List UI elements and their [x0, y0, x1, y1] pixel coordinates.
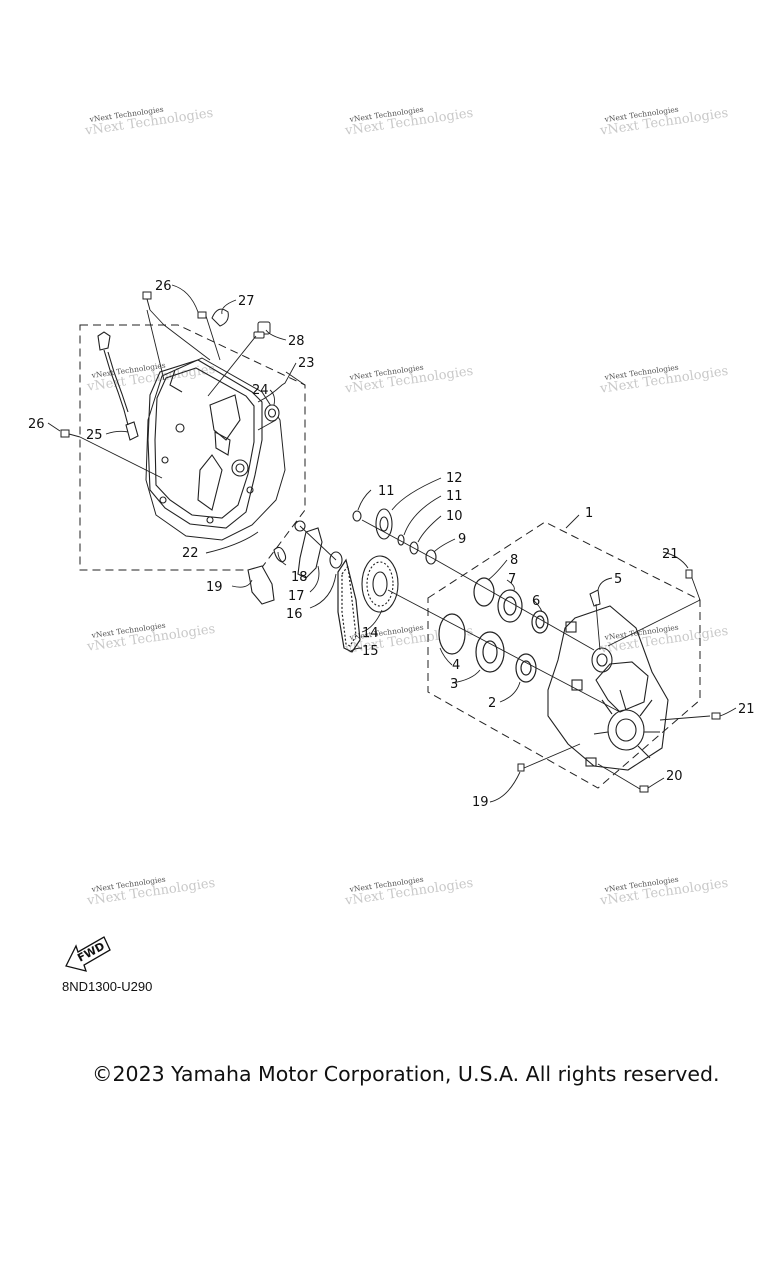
circlip-11a [352, 510, 362, 522]
watermark: vNext Technologies vNext Technologies [598, 875, 729, 909]
callout-19: 19 [472, 795, 489, 810]
guide-18 [247, 565, 275, 605]
callout-20: 20 [666, 769, 683, 784]
callout-27: 27 [238, 294, 255, 309]
callout-21-top: 21 [662, 547, 679, 562]
callout-15: 16 [286, 607, 303, 622]
callout-25: 25 [86, 428, 103, 443]
callout-11-top: 11 [378, 484, 395, 499]
sensor-cable [97, 331, 139, 441]
group-boxes [79, 324, 701, 789]
callout-21: 21 [738, 702, 755, 717]
gear-stack [352, 508, 437, 565]
callout-28: 28 [288, 334, 305, 349]
callout-16: 17 [288, 589, 305, 604]
clip-27 [197, 308, 229, 327]
callout-10: 10 [446, 509, 463, 524]
watermark: vNext Technologies vNext Technologies [85, 875, 216, 909]
watermark: vNext Technologies vNext Technologies [343, 105, 474, 139]
bolt-21a [685, 569, 693, 579]
callout-6: 6 [532, 594, 540, 609]
diagram-part-code: 8ND1300-U290 [62, 979, 153, 994]
callout-8: 8 [510, 553, 518, 568]
watermark: vNext Technologies vNext Technologies [598, 623, 729, 657]
dowel-19 [517, 763, 525, 772]
gasket [145, 357, 286, 541]
watermarks: vNext Technologies vNext Technologies vN… [83, 105, 729, 909]
callout-11: 11 [446, 489, 463, 504]
watermark: vNext Technologies vNext Technologies [343, 875, 474, 909]
watermark: vNext Technologies vNext Technologies [83, 105, 214, 139]
case-bolts [517, 569, 721, 793]
callouts: 26 27 28 23 24 26 25 22 18 19 17 16 14 1… [28, 279, 755, 810]
copyright-notice: ©2023 Yamaha Motor Corporation, U.S.A. A… [92, 1062, 720, 1086]
callout-22: 22 [182, 546, 199, 561]
callout-5: 5 [614, 572, 622, 587]
chaincase-1 [547, 605, 669, 771]
callout-4: 4 [452, 658, 460, 673]
callout-17: 18 [291, 570, 308, 585]
callout-1: 1 [585, 506, 593, 521]
spring-17 [273, 546, 287, 563]
callout-2: 2 [488, 696, 496, 711]
callout-12: 12 [446, 471, 463, 486]
callout-3: 3 [450, 677, 458, 692]
assembly-lines [79, 309, 711, 790]
bolts-26 [60, 291, 152, 438]
left-cover [147, 359, 263, 529]
seal-24 [264, 404, 280, 422]
callout-7: 7 [508, 572, 516, 587]
callout-13: 14 [362, 626, 379, 641]
watermark: vNext Technologies vNext Technologies [343, 363, 474, 397]
callout-9: 9 [458, 532, 466, 547]
grommet-28 [253, 321, 271, 339]
callout-14: 15 [362, 644, 379, 659]
drive-chain-14 [337, 558, 361, 653]
o-ring-8 [473, 577, 495, 607]
left-cover-group-box [79, 324, 306, 571]
watermark: vNext Technologies vNext Technologies [598, 105, 729, 139]
breather-5 [589, 589, 601, 607]
callout-23: 23 [298, 356, 315, 371]
bolt-21b [711, 712, 721, 720]
watermark: vNext Technologies vNext Technologies [85, 621, 216, 655]
watermark: vNext Technologies vNext Technologies [598, 363, 729, 397]
circlip-11b [397, 534, 405, 546]
callout-leaders [47, 284, 737, 803]
callout-26: 26 [155, 279, 172, 294]
bearings [438, 577, 549, 683]
sprocket-13 [361, 555, 399, 613]
callout-24: 24 [252, 383, 269, 398]
o-ring-4 [438, 613, 466, 655]
right-case-group-box [427, 521, 701, 789]
bolt-20 [639, 785, 649, 793]
callout-26-left: 26 [28, 417, 45, 432]
callout-18: 19 [206, 580, 223, 595]
fwd-arrow-icon: FWD [65, 936, 111, 972]
